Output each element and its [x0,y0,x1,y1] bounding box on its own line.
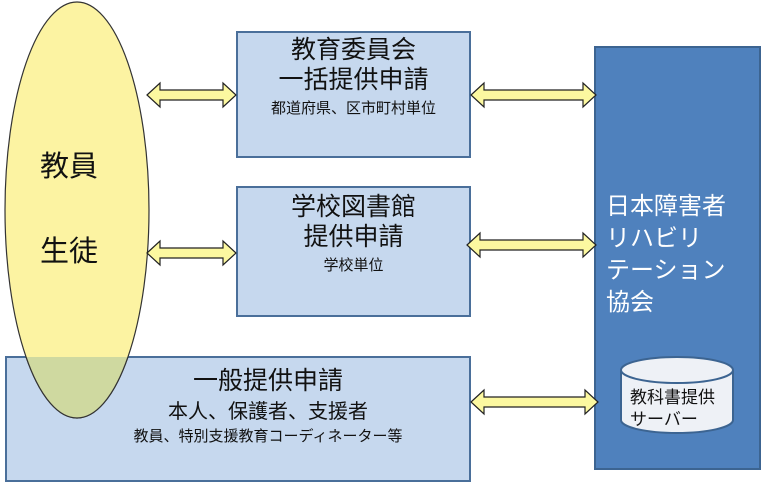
users-students-label: 生徒 [40,234,99,268]
server-label-line1: 教科書提供 [630,388,715,408]
school-library-title-line1: 学校図書館 [290,192,416,221]
arrow-users-library [146,239,237,267]
school-library-title-line2: 提供申請 [303,222,404,251]
school-library-box: 学校図書館 提供申請 学校単位 [236,186,471,317]
general-application-box: 一般提供申請 本人、保護者、支援者 教員、特別支援教育コーディネーター等 [5,356,471,482]
users-teachers-label: 教員 [40,149,99,183]
general-application-title: 一般提供申請 [192,366,343,395]
school-library-subtitle: 学校単位 [323,256,384,274]
arrow-library-org [466,231,597,259]
organization-name: 日本障害者 リハビリ テーション 協会 [606,192,726,316]
general-application-subtitle: 本人、保護者、支援者 [168,399,368,423]
board-of-education-subtitle: 都道府県、区市町村単位 [270,99,436,117]
arrow-general-org [470,388,599,416]
board-of-education-title-line2: 一括提供申請 [278,65,429,94]
arrow-board-org [470,81,597,109]
board-of-education-title-line1: 教育委員会 [290,35,416,64]
board-of-education-box: 教育委員会 一括提供申請 都道府県、区市町村単位 [236,31,471,158]
server-label-line2: サーバー [630,410,698,430]
server-label: 教科書提供 サーバー [630,387,715,431]
arrow-users-board [146,81,237,109]
general-application-note: 教員、特別支援教育コーディネーター等 [133,427,403,445]
